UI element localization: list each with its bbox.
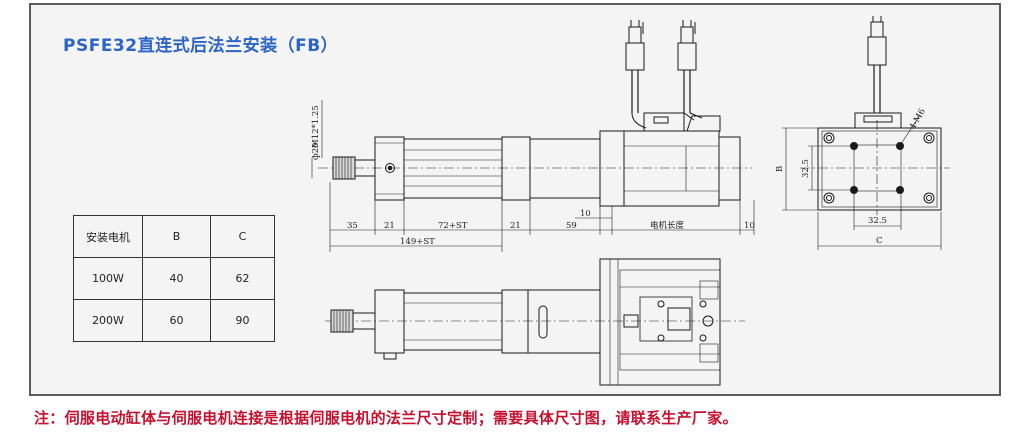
dim-b32: 32.5 xyxy=(801,159,811,178)
table-cell: 90 xyxy=(210,299,275,342)
dimension-lines xyxy=(329,182,755,252)
table-cell: 200W xyxy=(73,299,143,342)
dim-10b: 10 xyxy=(744,221,755,231)
dim-b: B xyxy=(775,166,785,172)
dim-35: 35 xyxy=(347,221,358,231)
top-view xyxy=(325,258,745,386)
table-header-cell: B xyxy=(142,215,211,258)
dim-21b: 21 xyxy=(510,221,521,231)
table-header-row: 安装电机 B C xyxy=(73,215,275,258)
rod-dia-label: ф20 xyxy=(311,143,321,160)
technical-drawing: ф20 M12*1.25 35 21 72+ST 21 59 10 电机长度 1… xyxy=(311,16,950,386)
table-cell: 100W xyxy=(73,257,143,300)
table-cell: 60 xyxy=(142,299,211,342)
drawing-title: PSFE32直连式后法兰安装（FB） xyxy=(63,36,339,56)
dim-59: 59 xyxy=(566,221,577,231)
dim-total: 149+ST xyxy=(400,237,435,247)
dim-motor-length: 电机长度 xyxy=(650,220,685,231)
end-view: 4-M6 B 32.5 32.5 C xyxy=(775,16,950,250)
dim-h32: 32.5 xyxy=(868,216,887,226)
table-header-cell: C xyxy=(210,215,275,258)
dim-21a: 21 xyxy=(384,221,395,231)
thread-label: M12*1.25 xyxy=(311,105,321,148)
table-row: 100W 40 62 xyxy=(73,257,275,300)
footnote: 注：伺服电动缸体与伺服电机连接是根据伺服电机的法兰尺寸定制；需要具体尺寸图，请联… xyxy=(34,409,738,427)
dim-72st: 72+ST xyxy=(438,221,468,231)
dim-c: C xyxy=(876,236,883,246)
end-view-dims xyxy=(782,127,942,250)
table-cell: 62 xyxy=(210,257,275,300)
table-header-cell: 安装电机 xyxy=(73,215,143,258)
motor-spec-table: 安装电机 B C 100W 40 62 200W 60 90 xyxy=(73,215,275,342)
table-row: 200W 60 90 xyxy=(73,299,275,342)
side-view: ф20 M12*1.25 35 21 72+ST 21 59 10 电机长度 1… xyxy=(311,20,755,252)
table-cell: 40 xyxy=(142,257,211,300)
dim-10a: 10 xyxy=(580,209,591,219)
